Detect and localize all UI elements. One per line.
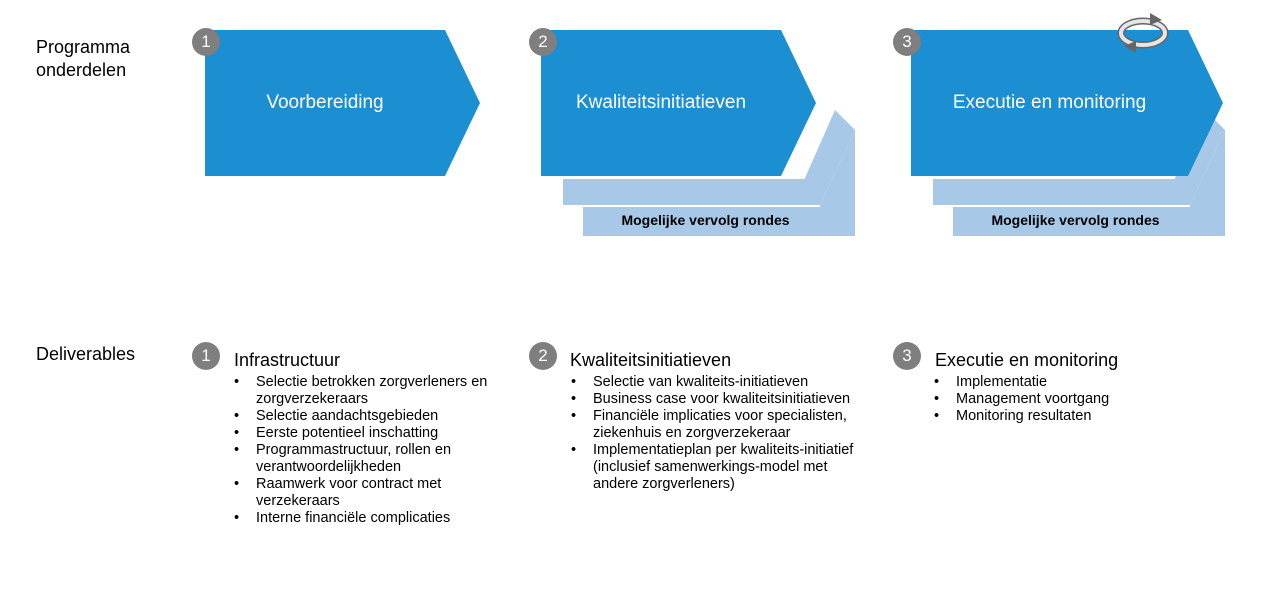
deliverable-3-title: Executie en monitoring	[935, 350, 1119, 370]
phase-2-title: Kwaliteitsinitiatieven	[575, 92, 747, 113]
phase-2-sub-label: Mogelijke vervolg rondes	[621, 212, 790, 228]
deliverable-1-list: Selectie betrokken zorgverleners en zorg…	[230, 374, 490, 527]
list-item: Raamwerk voor contract met verzekeraars	[230, 476, 490, 510]
phase-3-stack-back	[953, 130, 1225, 236]
phase-3-chevron	[911, 30, 1223, 176]
list-item: Interne financiële complicaties	[230, 510, 490, 527]
phase-2-chevron	[541, 30, 816, 176]
phase-3-stack-mid	[933, 110, 1225, 205]
deliverable-1-title: Infrastructuur	[234, 350, 341, 370]
phase-3-badge: 3	[893, 28, 921, 56]
phase-3-title: Executie en monitoring	[952, 92, 1147, 113]
list-item: Business case voor kwaliteitsinitiatieve…	[567, 391, 867, 408]
deliverables-label: Deliverables	[36, 344, 136, 364]
programma-label: Programma onderdelen	[36, 37, 131, 80]
deliverable-3-list: Implementatie Management voortgang Monit…	[930, 374, 1190, 425]
deliverable-3-badge: 3	[893, 342, 921, 370]
phase-3-sub-label: Mogelijke vervolg rondes	[991, 212, 1160, 228]
deliverable-2-list: Selectie van kwaliteits-initiatieven Bus…	[567, 374, 867, 493]
list-item: Programmastructuur, rollen en verantwoor…	[230, 442, 490, 476]
phase-2-stack-back	[583, 130, 855, 236]
deliverable-1-badge: 1	[192, 342, 220, 370]
deliverable-2-title: Kwaliteitsinitiatieven	[570, 350, 732, 370]
phase-2-badge: 2	[529, 28, 557, 56]
list-item: Monitoring resultaten	[930, 408, 1190, 425]
phase-1-badge: 1	[192, 28, 220, 56]
process-diagram	[205, 13, 1225, 236]
list-item: Management voortgang	[930, 391, 1190, 408]
list-item: Selectie aandachtsgebieden	[230, 408, 490, 425]
phase-1-title: Voorbereiding	[266, 92, 384, 113]
deliverable-2-badge: 2	[529, 342, 557, 370]
list-item: Implementatieplan per kwaliteits-initiat…	[567, 442, 867, 493]
list-item: Selectie van kwaliteits-initiatieven	[567, 374, 867, 391]
list-item: Implementatie	[930, 374, 1190, 391]
phase-1-chevron	[205, 30, 480, 176]
list-item: Eerste potentieel inschatting	[230, 425, 490, 442]
list-item: Selectie betrokken zorgverleners en zorg…	[230, 374, 490, 408]
cycle-arrows-icon	[1117, 13, 1169, 53]
list-item: Financiële implicaties voor specialisten…	[567, 408, 867, 442]
phase-2-stack-mid	[563, 110, 855, 205]
